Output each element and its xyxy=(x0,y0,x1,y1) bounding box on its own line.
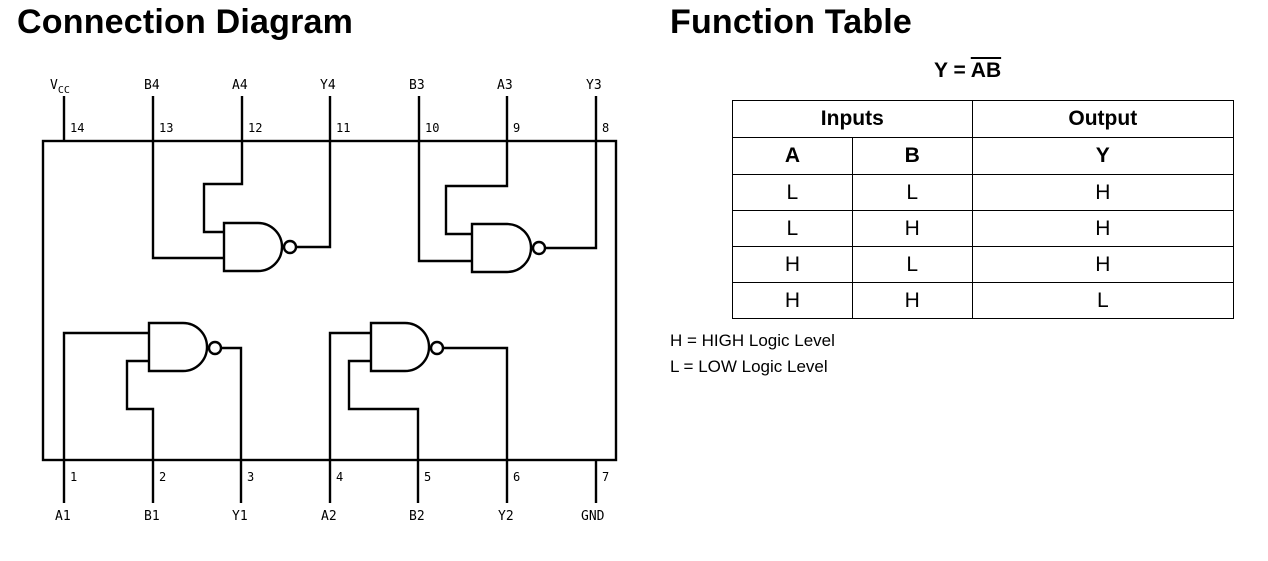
formula-overline-term: AB xyxy=(970,59,1002,82)
table-row: L H H xyxy=(732,210,1235,247)
pin-number-6: 6 xyxy=(513,470,520,484)
table-cell: L xyxy=(971,282,1235,319)
pin-label-a1: A1 xyxy=(55,509,71,524)
pin-label-a2: A2 xyxy=(321,509,337,524)
table-cell: L xyxy=(732,174,853,211)
table-cell: H xyxy=(971,246,1235,283)
column-header-b: B xyxy=(851,137,973,175)
pin-number-2: 2 xyxy=(159,470,166,484)
pin-number-11: 11 xyxy=(336,121,350,135)
bottom-pin-lines xyxy=(62,460,598,503)
pin-number-3: 3 xyxy=(247,470,254,484)
nand-gate-2 xyxy=(328,321,509,460)
pin-label-a3: A3 xyxy=(497,78,513,93)
pin-number-5: 5 xyxy=(424,470,431,484)
pin-number-10: 10 xyxy=(425,121,439,135)
table-cell: L xyxy=(851,174,973,211)
pin-number-1: 1 xyxy=(70,470,77,484)
table-cell: H xyxy=(851,282,973,319)
pin-label-b1: B1 xyxy=(144,509,160,524)
top-pin-lines xyxy=(62,96,598,141)
legend-high: H = HIGH Logic Level xyxy=(670,331,835,350)
legend-low: L = LOW Logic Level xyxy=(670,357,828,376)
table-cell: H xyxy=(732,282,853,319)
table-cell: L xyxy=(851,246,973,283)
nand-gate-1 xyxy=(62,321,243,460)
function-table: Inputs Output A B Y L L H L H H H L H H … xyxy=(732,100,1235,319)
function-table-title: Function Table xyxy=(670,3,913,41)
pin-number-8: 8 xyxy=(602,121,609,135)
pin-label-b2: B2 xyxy=(409,509,425,524)
pin-number-13: 13 xyxy=(159,121,173,135)
table-row: H H L xyxy=(732,282,1235,319)
column-header-y: Y xyxy=(971,137,1235,175)
table-cell: L xyxy=(732,210,853,247)
column-header-a: A xyxy=(732,137,853,175)
inputs-header: Inputs xyxy=(732,100,973,138)
table-row: L L H xyxy=(732,174,1235,211)
pin-label-b4: B4 xyxy=(144,78,160,93)
pin-label-vcc: VCC xyxy=(50,78,70,96)
table-cell: H xyxy=(971,174,1235,211)
nand-gate-4 xyxy=(151,141,332,273)
output-header: Output xyxy=(971,100,1235,138)
pin-label-gnd: GND xyxy=(581,509,605,524)
table-cell: H xyxy=(851,210,973,247)
connection-diagram: VCC B4 A4 Y4 B3 A3 Y3 14 13 12 11 10 9 8… xyxy=(41,78,618,524)
pin-number-7: 7 xyxy=(602,470,609,484)
pin-label-y1: Y1 xyxy=(232,509,248,524)
pin-number-14: 14 xyxy=(70,121,84,135)
pin-label-y3: Y3 xyxy=(586,78,602,93)
pin-number-12: 12 xyxy=(248,121,262,135)
pin-label-b3: B3 xyxy=(409,78,425,93)
pin-number-9: 9 xyxy=(513,121,520,135)
table-row: H L H xyxy=(732,246,1235,283)
pin-label-a4: A4 xyxy=(232,78,248,93)
table-group-header-row: Inputs Output xyxy=(732,100,1235,138)
nand-gate-3 xyxy=(417,141,598,274)
table-cell: H xyxy=(732,246,853,283)
table-cell: H xyxy=(971,210,1235,247)
pin-number-4: 4 xyxy=(336,470,343,484)
pin-label-y4: Y4 xyxy=(320,78,336,93)
table-column-header-row: A B Y xyxy=(732,137,1235,175)
connection-diagram-title: Connection Diagram xyxy=(17,3,354,41)
pin-label-y2: Y2 xyxy=(498,509,514,524)
formula-prefix: Y = xyxy=(934,59,971,82)
logic-formula: Y = AB xyxy=(934,59,1001,83)
